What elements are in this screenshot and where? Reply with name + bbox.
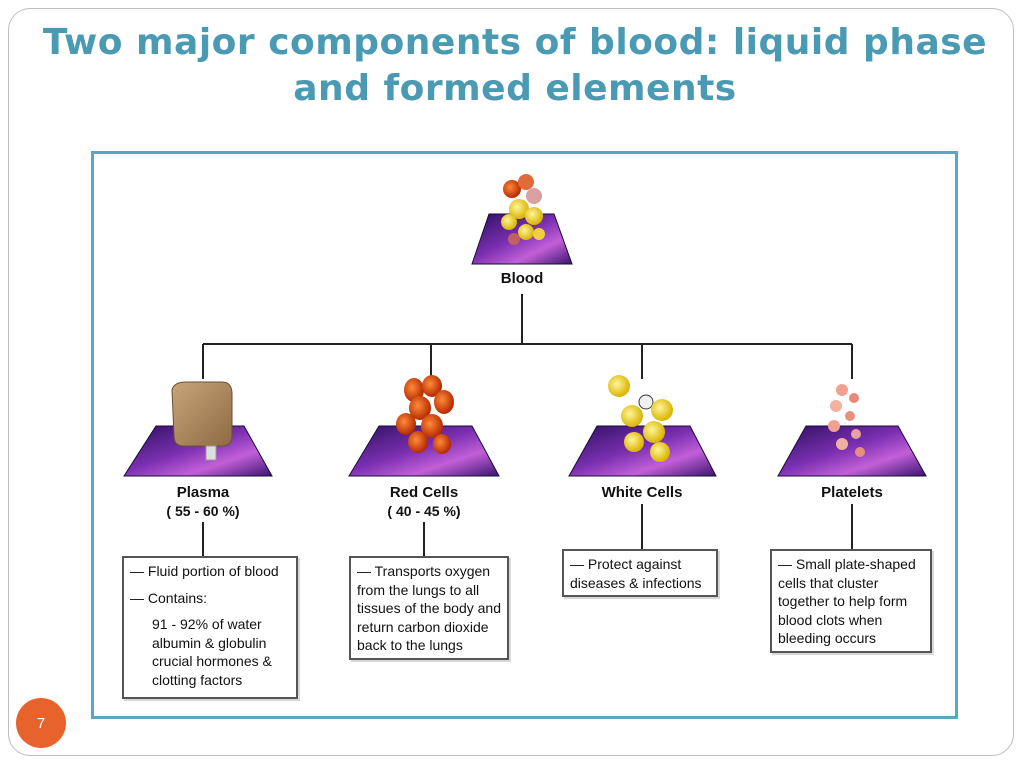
plasma-detail-6: clotting factors	[152, 671, 243, 688]
plasma-detail-2: — Contains:	[130, 589, 208, 606]
plasma-percent: ( 55 - 60 %)	[166, 503, 240, 519]
slide-frame	[8, 8, 1014, 756]
title-line-2: and formed elements	[293, 68, 737, 109]
plasma-bag-icon	[123, 381, 273, 477]
white-cells-detail-2: diseases & infections	[570, 574, 702, 591]
node-plasma: Plasma ( 55 - 60 %)	[166, 484, 239, 520]
platelets-detail-4: blood clots when	[778, 611, 883, 628]
plasma-info-box: — Fluid portion of blood — Contains: 91 …	[122, 556, 298, 699]
white-cells-info-box: — Protect against diseases & infections	[562, 549, 718, 597]
node-label-blood: Blood	[500, 270, 544, 287]
red-cells-detail-5: back to the lungs	[357, 637, 463, 653]
red-cells-detail-1: — Transports oxygen	[357, 563, 491, 579]
red-cells-icon	[348, 375, 500, 477]
plasma-detail-3: 91 - 92% of water	[152, 616, 262, 632]
node-label-plasma: Plasma	[176, 484, 230, 501]
platelets-info-box: — Small plate-shaped cells that cluster …	[770, 549, 932, 653]
red-cells-info-box: — Transports oxygen from the lungs to al…	[349, 556, 509, 660]
node-red-cells: Red Cells ( 40 - 45 %)	[387, 484, 460, 520]
page-number-badge: 7	[16, 698, 66, 748]
blood-cells-icon	[471, 174, 573, 265]
slide-title: Two major components of blood: liquid ph…	[20, 20, 1010, 112]
platelets-detail-5: bleeding occurs	[778, 630, 877, 646]
title-line-1: Two major components of blood: liquid ph…	[42, 22, 988, 63]
node-label-red-cells: Red Cells	[389, 484, 459, 501]
red-cells-detail-3: tissues of the body and	[357, 600, 501, 616]
plasma-detail-5: crucial hormones &	[152, 653, 272, 669]
red-cells-percent: ( 40 - 45 %)	[387, 503, 461, 519]
platelets-detail-2: cells that cluster	[778, 574, 879, 591]
white-cells-detail-1: — Protect against	[570, 556, 682, 572]
platelets-detail-3: together to help form	[778, 593, 908, 609]
plasma-detail-4: albumin & globulin	[152, 634, 267, 651]
red-cells-detail-2: from the lungs to all	[357, 581, 480, 598]
plasma-detail-1: — Fluid portion of blood	[130, 563, 279, 579]
connector-lines	[202, 294, 853, 559]
blood-components-diagram: Blood Plasma ( 55 - 60 %) Red Cells ( 40…	[91, 151, 958, 719]
node-label-white-cells: White Cells	[601, 484, 683, 501]
diagram-canvas	[123, 174, 927, 559]
white-cells-icon	[568, 375, 717, 477]
platelets-detail-1: — Small plate-shaped	[778, 556, 916, 572]
red-cells-detail-4: return carbon dioxide	[357, 618, 489, 635]
platelets-icon	[777, 384, 927, 477]
node-label-platelets: Platelets	[821, 484, 883, 501]
